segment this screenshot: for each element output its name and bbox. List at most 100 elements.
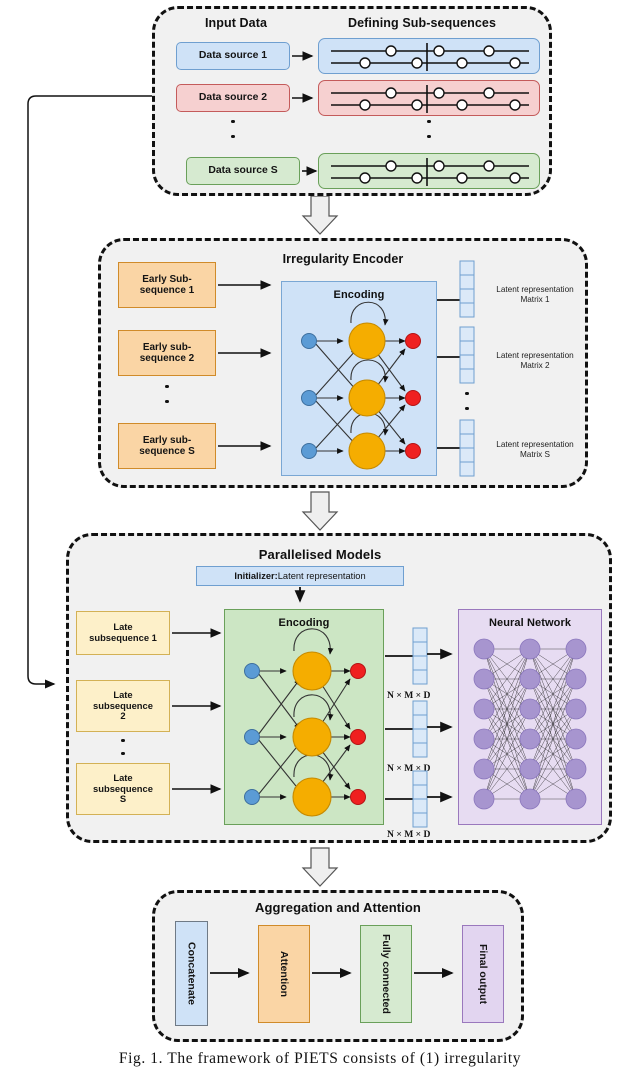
subsequence-timeline-1[interactable]	[318, 38, 540, 74]
pm-vector-3[interactable]	[412, 770, 428, 828]
early-subsequence-box-2[interactable]: Early sub- sequence 2	[118, 330, 216, 376]
early-subsequence-2-line1: Early sub-	[142, 341, 192, 353]
late-subsequence-s-line1: Late	[113, 772, 133, 784]
arrow-source-2	[292, 93, 314, 103]
encoder-input-ellipsis	[165, 385, 169, 403]
arrow-fc-to-output	[414, 967, 454, 979]
late-subsequence-s-line3: S	[119, 793, 127, 805]
latent-ellipsis	[465, 392, 469, 410]
encoder-rnn-graph	[301, 301, 421, 470]
pm-vector-2-cells	[412, 700, 428, 758]
pm-vector-3-cells	[412, 770, 428, 828]
timeline-glyph-s	[331, 158, 529, 186]
final-output-label: Final output	[477, 943, 489, 1005]
input-ellipsis-right	[427, 120, 431, 138]
latent-label-1-line1: Latent representation	[496, 285, 574, 294]
late-subsequence-box-2[interactable]: Late subsequence 2	[76, 680, 170, 732]
latent-label-2-line1: Latent representation	[496, 351, 574, 360]
latent-vector-1-cells	[459, 260, 475, 318]
arrow-late-s	[172, 784, 222, 794]
attention-box[interactable]: Attention	[258, 925, 310, 1023]
latent-label-1-line2: Matrix 1	[520, 295, 550, 304]
latent-label-s: Latent representation Matrix S	[479, 440, 591, 460]
data-source-box-1[interactable]: Data source 1	[176, 42, 290, 70]
late-subsequence-box-1[interactable]: Late subsequence 1	[76, 611, 170, 655]
neural-network-title: Neural Network	[488, 617, 572, 629]
tensor-label-3: N × M × D	[387, 829, 431, 840]
early-subsequence-s-line1: Early sub-	[142, 434, 192, 446]
late-subsequence-2-line1: Late	[113, 689, 133, 701]
tensor-label-1: N × M × D	[387, 690, 431, 701]
arrow-source-1	[292, 51, 314, 61]
block-arrow-parallelised-to-aggregation	[301, 847, 339, 887]
latent-label-2-line2: Matrix 2	[520, 361, 550, 370]
concatenate-box[interactable]: Concatenate	[175, 921, 208, 1026]
arrow-late-1	[172, 628, 222, 638]
neural-network-graph	[473, 638, 587, 810]
arrow-initializer-to-encoding	[294, 587, 306, 603]
subsequence-timeline-s[interactable]	[318, 153, 540, 189]
defining-subsequences-heading: Defining Sub-sequences	[347, 16, 497, 30]
arrow-source-s	[302, 166, 318, 176]
attention-label: Attention	[278, 950, 290, 998]
latent-label-s-line2: Matrix S	[519, 450, 551, 459]
fully-connected-label: Fully connected	[380, 934, 392, 1014]
late-subsequence-2-line3: 2	[120, 710, 126, 722]
tensor-label-2: N × M × D	[387, 763, 431, 774]
pm-line-in-3	[385, 798, 413, 800]
timeline-glyph-2	[331, 85, 529, 113]
latent-vector-2-cells	[459, 326, 475, 384]
latent-vector-1[interactable]	[459, 260, 475, 318]
latent-vector-s-cells	[459, 419, 475, 477]
late-subsequence-1-line2: subsequence 1	[89, 632, 157, 643]
early-subsequence-1-line1: Early Sub-	[142, 273, 192, 285]
latent-label-s-line1: Latent representation	[496, 440, 574, 449]
latent-label-1: Latent representation Matrix 1	[479, 285, 591, 305]
pm-vector-1[interactable]	[412, 627, 428, 685]
latent-label-2: Latent representation Matrix 2	[479, 351, 591, 371]
late-subsequence-1-line1: Late	[113, 621, 133, 633]
input-data-heading: Input Data	[204, 16, 268, 30]
irregularity-encoder-title: Irregularity Encoder	[282, 252, 404, 266]
initializer-box[interactable]: Initializer: Latent representation	[196, 566, 404, 586]
latent-vector-s[interactable]	[459, 419, 475, 477]
latent-vector-2[interactable]	[459, 326, 475, 384]
pm-vector-1-cells	[412, 627, 428, 685]
input-ellipsis-left	[231, 120, 235, 138]
parallelised-encoding-label: Encoding	[278, 617, 330, 629]
aggregation-attention-title: Aggregation and Attention	[255, 900, 421, 915]
initializer-label-rest: Latent representation	[277, 571, 366, 581]
pm-arrow-out-2	[427, 721, 453, 733]
arrow-attention-to-fc	[312, 967, 352, 979]
block-arrow-encoder-to-parallelised	[301, 491, 339, 531]
arrow-early-2	[218, 348, 272, 358]
parallelised-rnn-graph	[244, 628, 366, 817]
pm-arrow-out-3	[427, 791, 453, 803]
arrow-late-2	[172, 701, 222, 711]
arrow-early-s	[218, 441, 272, 451]
early-subsequence-box-s[interactable]: Early sub- sequence S	[118, 423, 216, 469]
pm-vector-2[interactable]	[412, 700, 428, 758]
timeline-glyph-1	[331, 43, 529, 71]
subsequence-timeline-2[interactable]	[318, 80, 540, 116]
block-arrow-input-to-encoder	[301, 195, 339, 235]
pm-line-in-2	[385, 728, 413, 730]
concatenate-label: Concatenate	[185, 941, 198, 1005]
arrow-early-1	[218, 280, 272, 290]
early-subsequence-s-line2: sequence S	[139, 446, 195, 457]
parallelised-models-title: Parallelised Models	[258, 547, 382, 562]
late-subsequence-box-s[interactable]: Late subsequence S	[76, 763, 170, 815]
final-output-box[interactable]: Final output	[462, 925, 504, 1023]
early-subsequence-box-1[interactable]: Early Sub- sequence 1	[118, 262, 216, 308]
fully-connected-box[interactable]: Fully connected	[360, 925, 412, 1023]
late-subsequence-2-line2: subsequence	[93, 699, 153, 711]
encoder-encoding-label: Encoding	[333, 289, 385, 301]
early-subsequence-2-line2: sequence 2	[139, 353, 195, 364]
data-source-box-s[interactable]: Data source S	[186, 157, 300, 185]
data-source-box-2[interactable]: Data source 2	[176, 84, 290, 112]
figure-caption: Fig. 1. The framework of PIETS consists …	[118, 1050, 522, 1067]
parallelised-input-ellipsis	[121, 739, 125, 755]
initializer-label-bold: Initializer:	[234, 571, 278, 581]
